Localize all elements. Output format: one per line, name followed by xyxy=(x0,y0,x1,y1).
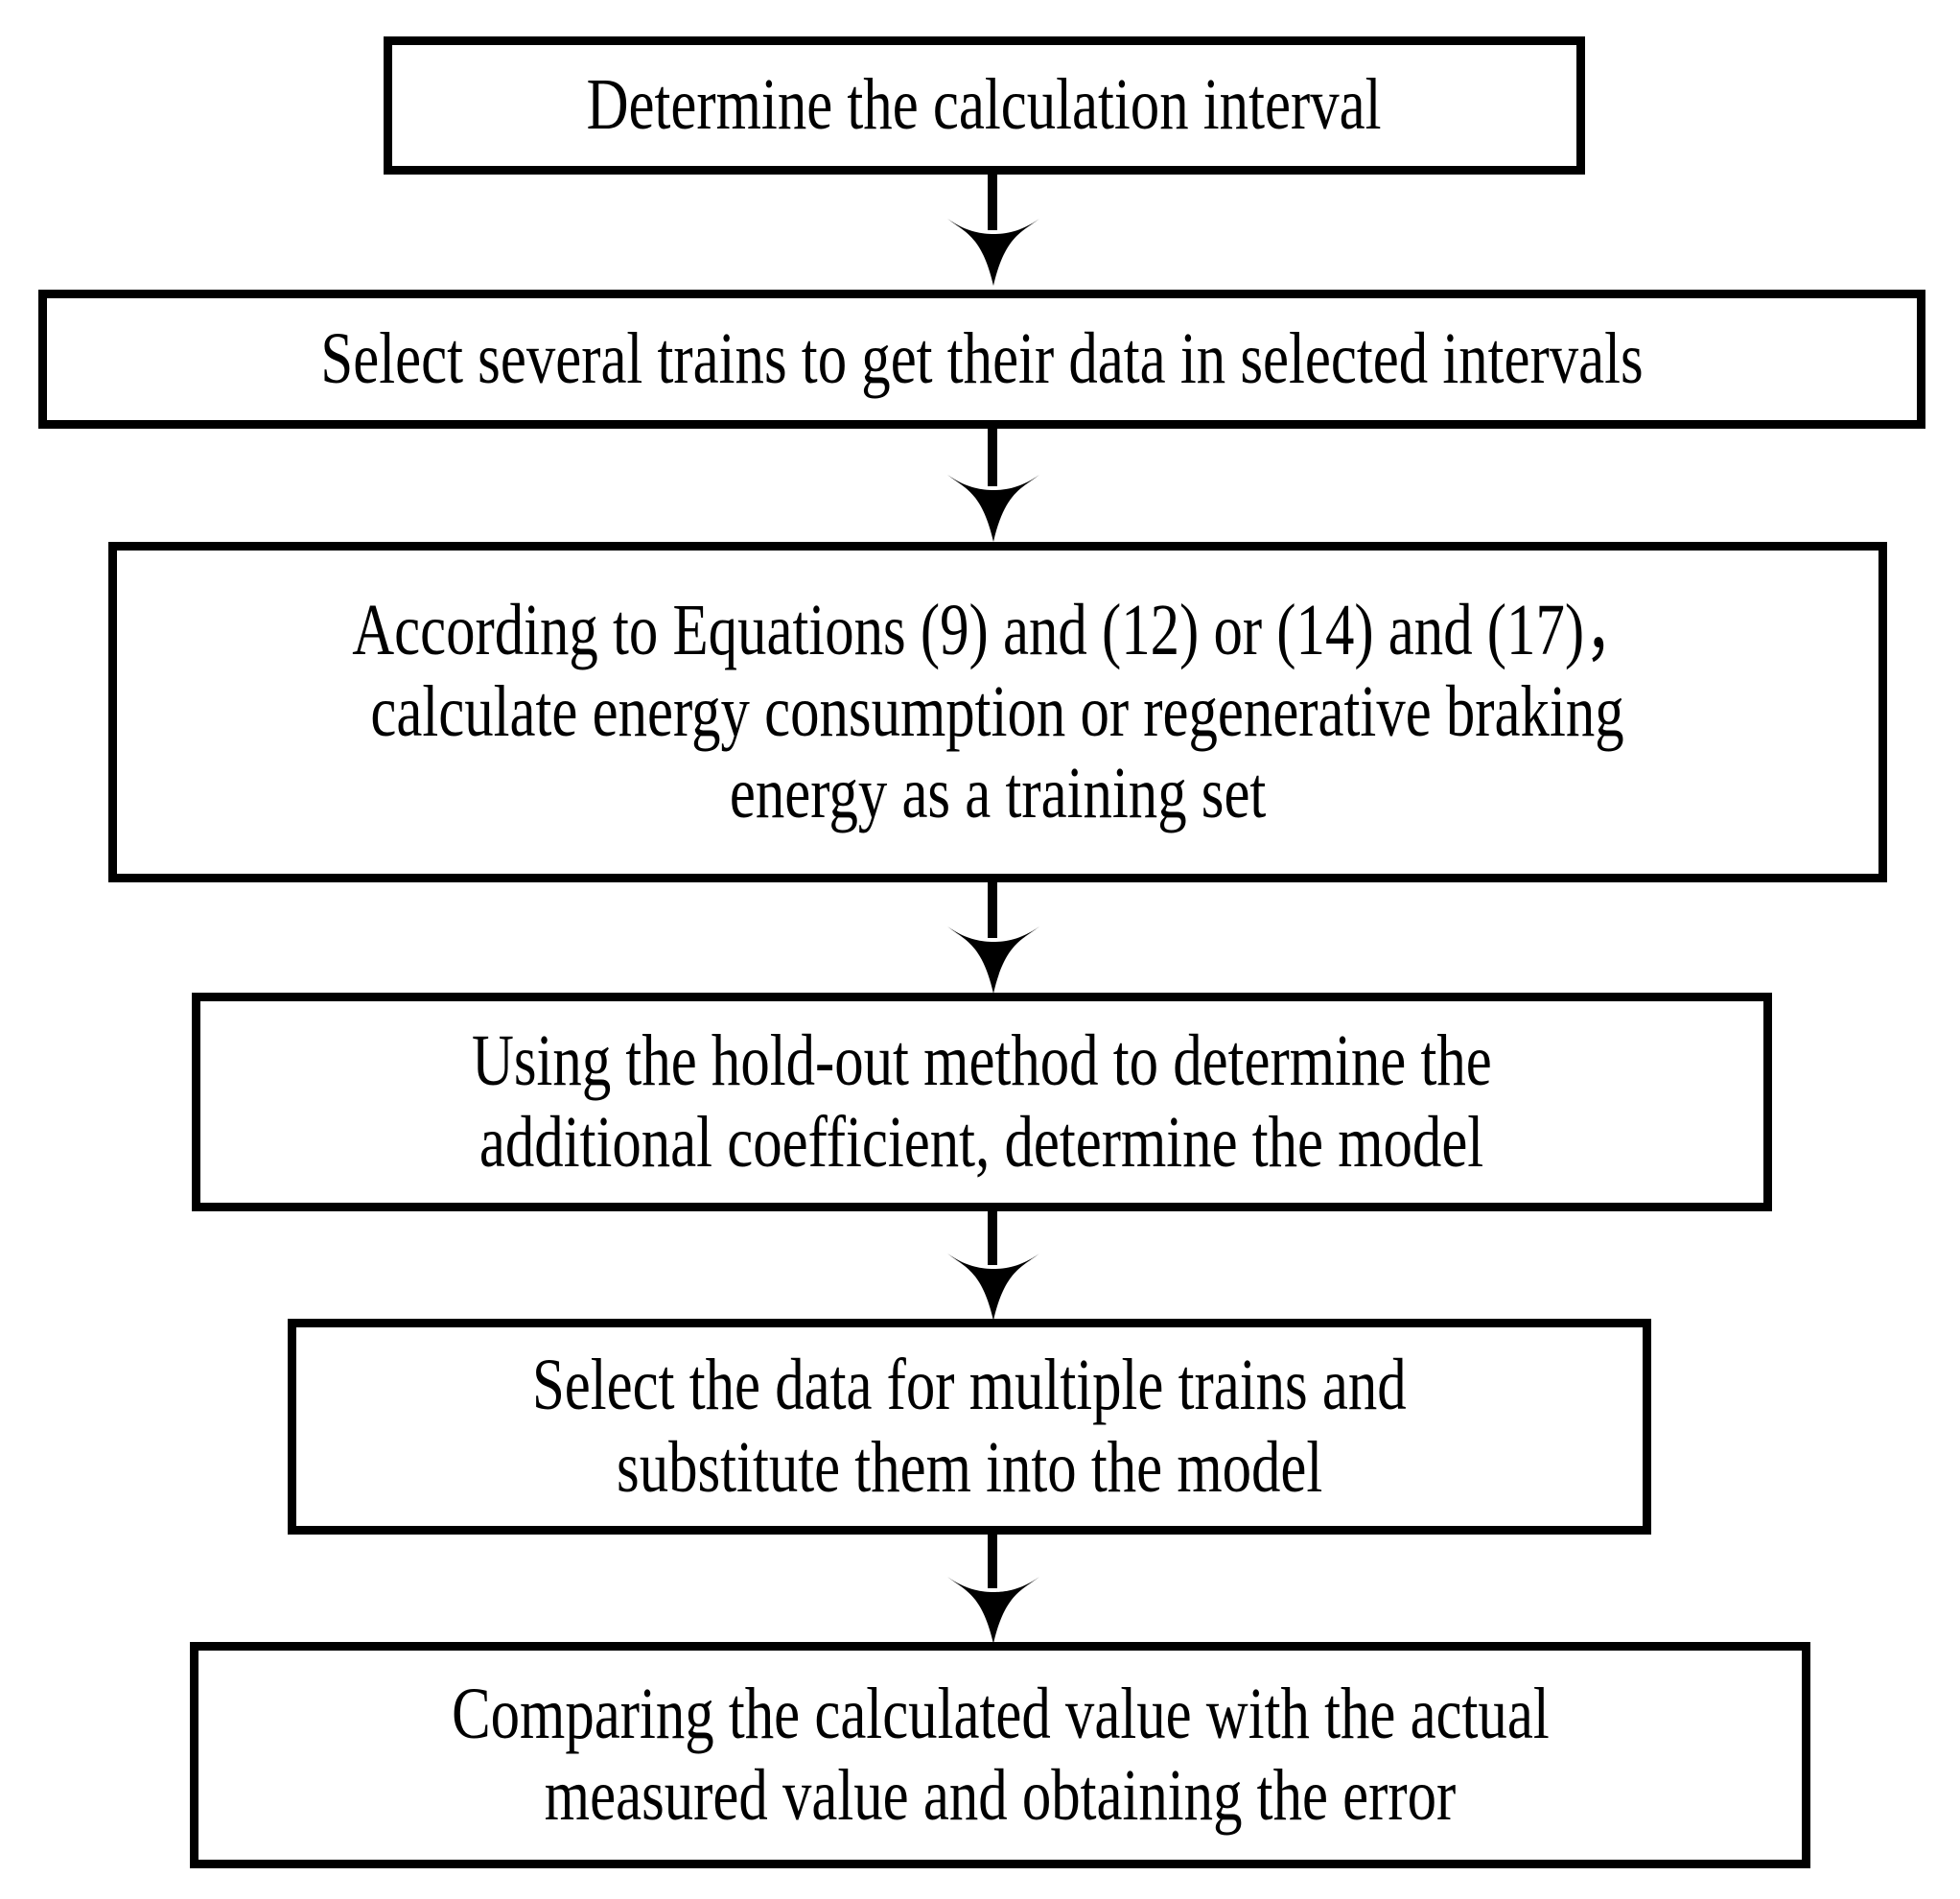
node-text-line: additional coefficient, determine the mo… xyxy=(479,1102,1484,1183)
node-text-line: Determine the calculation interval xyxy=(587,64,1382,146)
node-text-line: measured value and obtaining the error xyxy=(544,1755,1457,1836)
node-text-line: Select the data for multiple trains and xyxy=(532,1345,1407,1426)
flowchart-node-determine-calculation-interval: Determine the calculation interval xyxy=(384,36,1585,175)
connector-line-4 xyxy=(988,1211,997,1265)
flowchart-node-compare-calculated-actual-error: Comparing the calculated value with the … xyxy=(190,1642,1810,1868)
node-text-line: energy as a training set xyxy=(729,753,1267,834)
node-text-line: According to Equations (9) and (12) or (… xyxy=(352,589,1644,670)
flowchart-node-select-trains-get-data: Select several trains to get their data … xyxy=(38,290,1925,429)
node-text-line: Comparing the calculated value with the … xyxy=(451,1673,1550,1754)
node-text-line: Select several trains to get their data … xyxy=(320,317,1644,399)
node-text-line: substitute them into the model xyxy=(616,1426,1323,1508)
connector-line-1 xyxy=(988,175,997,230)
flowchart-node-calculate-energy-training-set: According to Equations (9) and (12) or (… xyxy=(108,542,1887,882)
connector-line-3 xyxy=(988,882,997,938)
node-text-line: Using the hold-out method to determine t… xyxy=(472,1020,1492,1101)
connector-line-2 xyxy=(988,429,997,486)
flowchart-node-hold-out-method-determine-model: Using the hold-out method to determine t… xyxy=(192,993,1772,1211)
node-text-line: calculate energy consumption or regenera… xyxy=(370,670,1625,752)
flowchart-node-select-data-substitute-model: Select the data for multiple trains and … xyxy=(288,1319,1651,1535)
connector-line-5 xyxy=(988,1535,997,1588)
